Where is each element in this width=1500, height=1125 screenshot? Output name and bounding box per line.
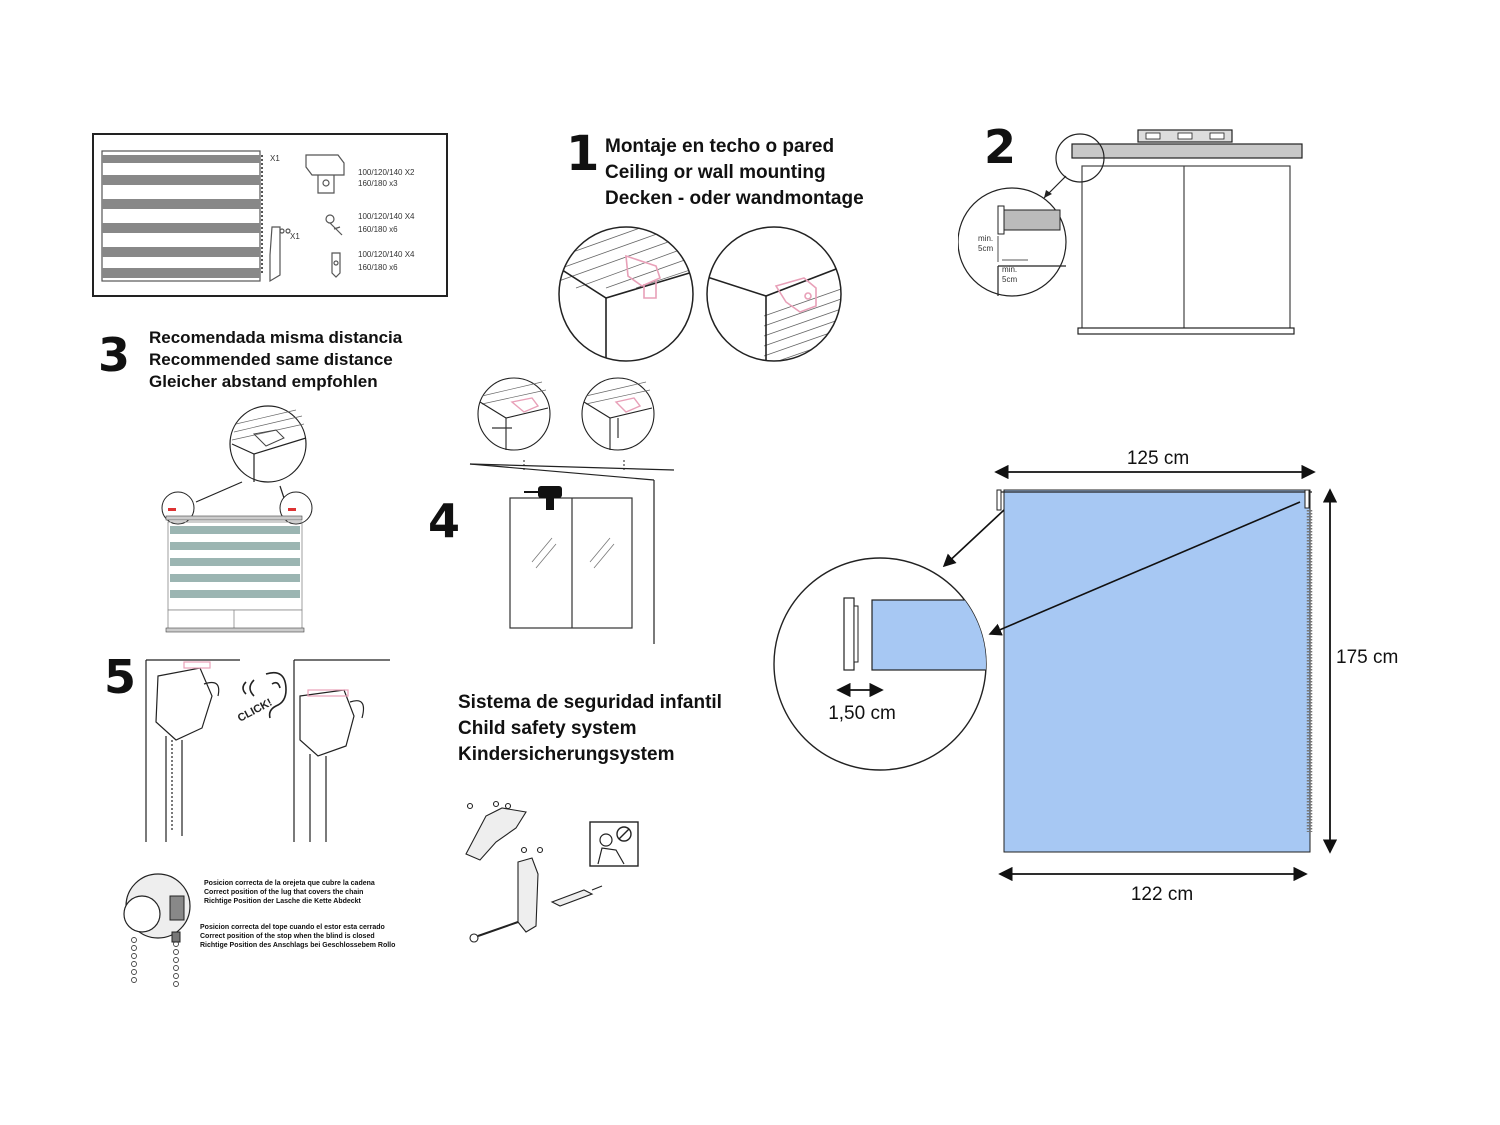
lug-line-en: Correct position of the lug that covers … (204, 889, 364, 896)
step-1-line-es: Montaje en techo o pared (605, 136, 835, 157)
safety-line-en: Child safety system (458, 718, 637, 739)
stop-line-es: Posicion correcta del tope cuando el est… (200, 924, 385, 931)
stop-line-en: Correct position of the stop when the bl… (200, 933, 375, 940)
click-text: CLICK! (236, 697, 275, 725)
plug-qty-b: 160/180 x6 (358, 263, 398, 272)
min-label-b: min. (1002, 265, 1017, 274)
kit-contents-box (92, 133, 448, 297)
bracket-offset-label: 1,50 cm (828, 703, 896, 724)
step-3-line-en: Recommended same distance (149, 350, 393, 369)
step-4-number: 4 (428, 494, 461, 548)
step-2-level-check-diagram: min. 5cm min. 5cm (958, 129, 1303, 335)
drill-icon (524, 486, 562, 510)
step-1-line-en: Ceiling or wall mounting (605, 162, 826, 183)
safety-line-de: Kindersicherungsystem (458, 744, 675, 765)
pink-bracket-icon (774, 277, 817, 313)
step-3-line-es: Recomendada misma distancia (149, 328, 403, 347)
min-label-a: min. (978, 234, 993, 243)
safety-line-es: Sistema de seguridad infantil (458, 692, 722, 713)
warning-child-icon (589, 821, 639, 867)
step-1-number: 1 (566, 126, 600, 182)
step-3-number: 3 (98, 328, 131, 382)
step-1-wall-mount-detail (706, 226, 842, 362)
step-4-drilling-diagram (469, 377, 675, 644)
bracket-qty-a: 100/120/140 X2 (358, 168, 415, 177)
blind-qty-label: X1 (270, 154, 280, 163)
screw-qty-b: 160/180 x6 (358, 225, 398, 234)
pink-bracket-icon (625, 254, 661, 299)
stop-position-note: Posicion correcta del tope cuando el est… (200, 923, 395, 950)
safety-clip-icon (269, 226, 291, 283)
child-safety-clip-diagram (465, 800, 639, 943)
wall-plug-icon (331, 252, 341, 278)
lug-position-note: Posicion correcta de la orejeta que cubr… (204, 879, 375, 906)
step-5-cassette-click-diagram: CLICK! (145, 659, 390, 842)
step-1-heading: Montaje en techo o pared Ceiling or wall… (605, 134, 864, 212)
step-5-number: 5 (104, 650, 137, 704)
step-1-ceiling-mount-detail (558, 226, 694, 362)
bottom-width-label: 122 cm (1131, 884, 1193, 905)
stop-line-de: Richtige Position des Anschlags bei Gesc… (200, 942, 396, 949)
chain-stop-diagram (123, 873, 191, 987)
clip-qty-label: X1 (290, 232, 300, 241)
bracket-qty-b: 160/180 x3 (358, 179, 398, 188)
step-3-same-distance-diagram (161, 405, 313, 633)
zebra-blind-icon (101, 150, 263, 282)
ear-icon (242, 671, 287, 719)
height-label: 175 cm (1336, 647, 1398, 668)
spirit-level-icon (1137, 129, 1233, 143)
plug-qty-a: 100/120/140 X4 (358, 250, 415, 259)
blind-dimensions-diagram: 125 cm 175 cm 122 cm 1,50 cm (773, 448, 1398, 905)
bracket-icon (305, 154, 345, 194)
lug-line-de: Richtige Position der Lasche die Kette A… (204, 898, 361, 905)
screw-qty-a: 100/120/140 X4 (358, 212, 415, 221)
lug-line-es: Posicion correcta de la orejeta que cubr… (204, 880, 375, 887)
min-value-b: 5cm (1002, 275, 1017, 284)
min-value-a: 5cm (978, 244, 993, 253)
step-3-line-de: Gleicher abstand empfohlen (149, 372, 378, 391)
step-3-heading: Recomendada misma distancia Recommended … (149, 327, 402, 393)
top-width-label: 125 cm (1127, 448, 1189, 469)
screw-icon (325, 214, 343, 236)
step-2-number: 2 (984, 120, 1017, 174)
safety-heading: Sistema de seguridad infantil Child safe… (458, 690, 722, 768)
kit-contents-illustration: X1 100/120/140 X2 160/180 x3 100/120/140… (101, 150, 415, 283)
step-1-line-de: Decken - oder wandmontage (605, 188, 864, 209)
